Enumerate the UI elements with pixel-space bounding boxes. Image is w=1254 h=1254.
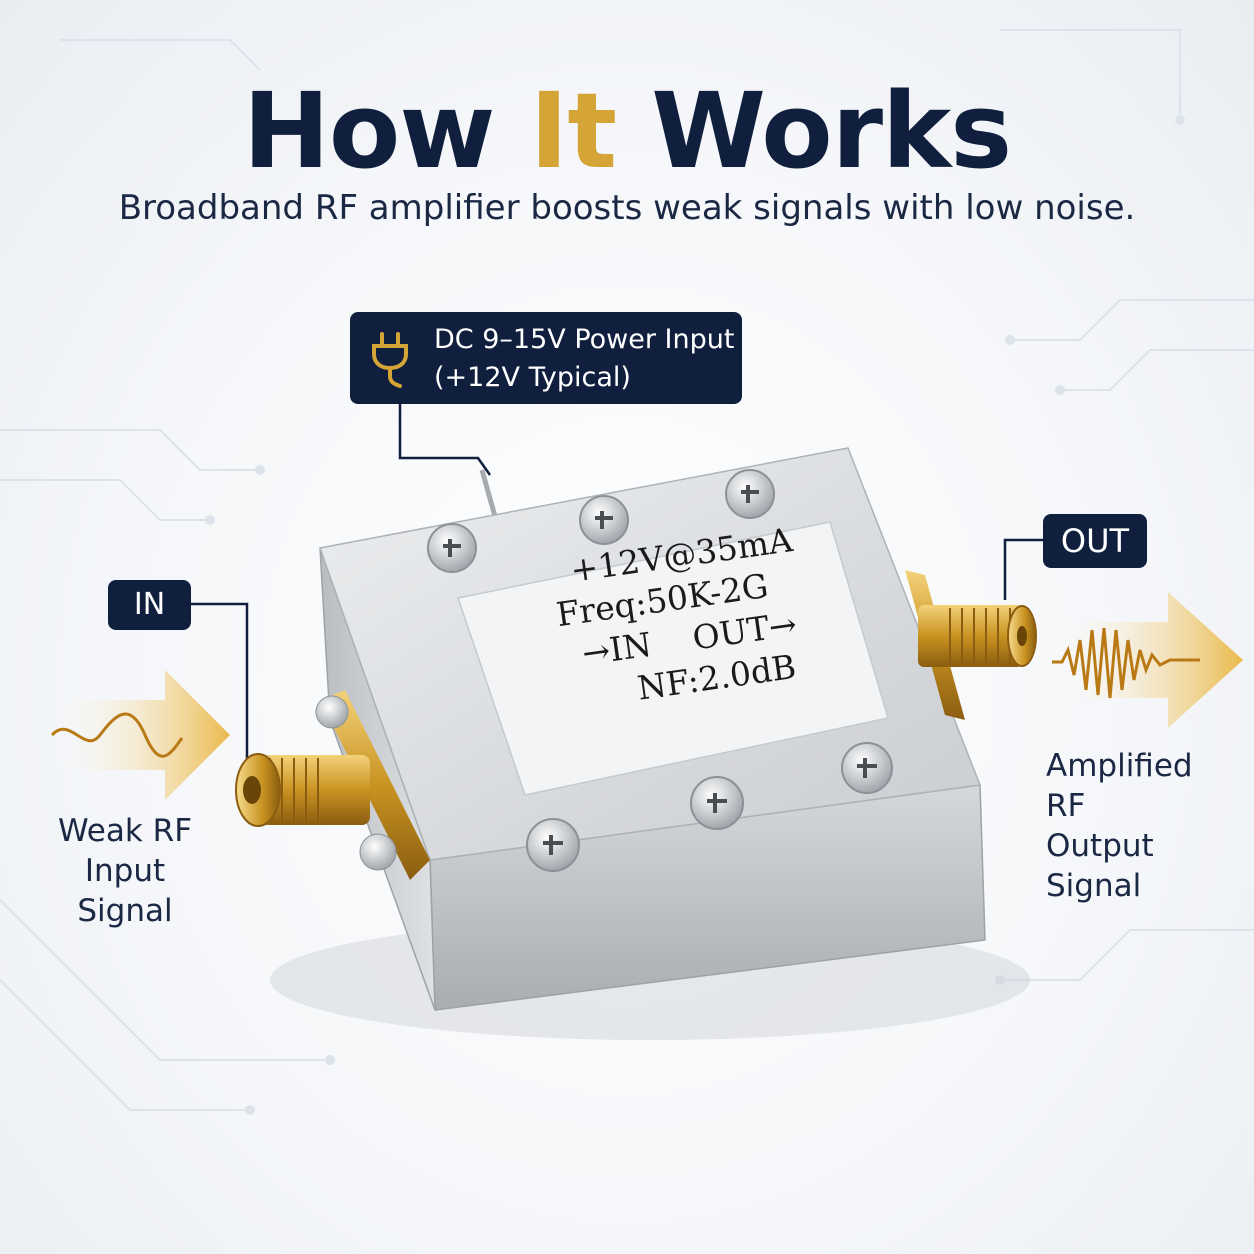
plug-icon — [372, 332, 408, 388]
input-signal-label-line2: Input Signal — [77, 853, 173, 929]
power-callout-line2: (+12V Typical) — [434, 362, 631, 393]
output-signal-arrow — [1048, 592, 1243, 728]
title-accent-it: It — [529, 70, 617, 192]
screws — [427, 469, 893, 872]
page-subtitle: Broadband RF amplifier boosts weak signa… — [118, 188, 1136, 228]
title-part-works: Works — [616, 70, 1012, 192]
output-signal-label-line1: Amplified RF — [1046, 748, 1193, 824]
input-signal-arrow — [50, 670, 230, 800]
in-callout: IN — [108, 580, 191, 630]
output-signal-label-line2: Output Signal — [1046, 828, 1154, 904]
input-sma-connector — [235, 690, 430, 880]
input-signal-label-line1: Weak RF — [57, 813, 193, 849]
out-callout: OUT — [1043, 514, 1147, 568]
output-sma-connector — [905, 570, 1037, 720]
output-signal-label: Amplified RF Output Signal — [1046, 746, 1236, 906]
page-title: How It Works — [0, 70, 1254, 192]
power-callout-line1: DC 9–15V Power Input — [434, 324, 735, 355]
device-label-plate — [457, 521, 889, 796]
power-input-callout: DC 9–15V Power Input (+12V Typical) — [350, 312, 742, 404]
input-signal-label: Weak RF Input Signal — [40, 811, 210, 931]
title-part-how: How — [242, 70, 530, 192]
